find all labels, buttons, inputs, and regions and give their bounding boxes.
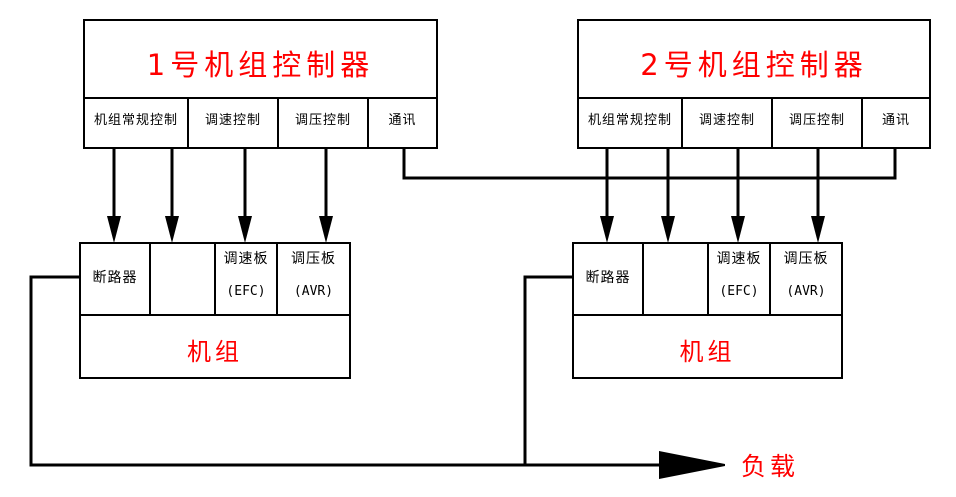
controller-1-title: 1号机组控制器 (146, 48, 375, 82)
unit-1-board-0-name: 调速板 (223, 251, 269, 267)
controller-2-cell-0[interactable]: 机组常规控制 (587, 113, 672, 128)
unit-2-board-1-code: (AVR) (786, 284, 826, 299)
unit-2-board-1-name: 调压板 (783, 251, 829, 267)
control-arrow-1-3 (238, 216, 252, 243)
unit-1-board-1-code: (AVR) (293, 284, 334, 299)
unit-2-board-0-name: 调速板 (716, 251, 762, 267)
controller-2-cell-2[interactable]: 调压控制 (788, 113, 845, 128)
unit-2-power-line (523, 275, 573, 465)
unit-1-breaker-label: 断路器 (92, 270, 138, 286)
unit-2-board-0-code: (EFC) (719, 284, 759, 299)
control-arrow-1-2 (165, 216, 179, 243)
control-arrow-1-1 (107, 216, 121, 243)
controller-1-box[interactable] (83, 19, 438, 149)
controller-2-cell-1[interactable]: 调速控制 (698, 113, 755, 128)
controller-1-cell-0[interactable]: 机组常规控制 (93, 113, 178, 128)
unit-1-power-line (29, 275, 700, 467)
control-arrow-2-3 (731, 216, 745, 243)
communication-bus (402, 148, 897, 180)
controller-1-cell-3[interactable]: 通讯 (388, 113, 417, 128)
controller-1-cell-1[interactable]: 调速控制 (204, 113, 261, 128)
load-label: 负载 (741, 452, 800, 481)
control-arrow-2-4 (811, 216, 825, 243)
controller-1-cell-2[interactable]: 调压控制 (294, 113, 351, 128)
controller-2-box[interactable] (577, 19, 931, 149)
unit-1-board-1-name: 调压板 (291, 251, 336, 267)
unit-1-name: 机组 (187, 338, 243, 366)
controller-2-cell-3[interactable]: 通讯 (881, 113, 910, 128)
control-arrow-2-1 (600, 216, 614, 243)
control-arrow-2-2 (661, 216, 675, 243)
unit-1-board-0-code: (EFC) (226, 284, 266, 299)
control-arrow-1-4 (319, 216, 333, 243)
unit-2-breaker-label: 断路器 (585, 270, 631, 286)
unit-2-name: 机组 (679, 338, 736, 366)
controller-2-title: 2号机组控制器 (640, 48, 868, 82)
load-arrow-icon (659, 451, 725, 479)
